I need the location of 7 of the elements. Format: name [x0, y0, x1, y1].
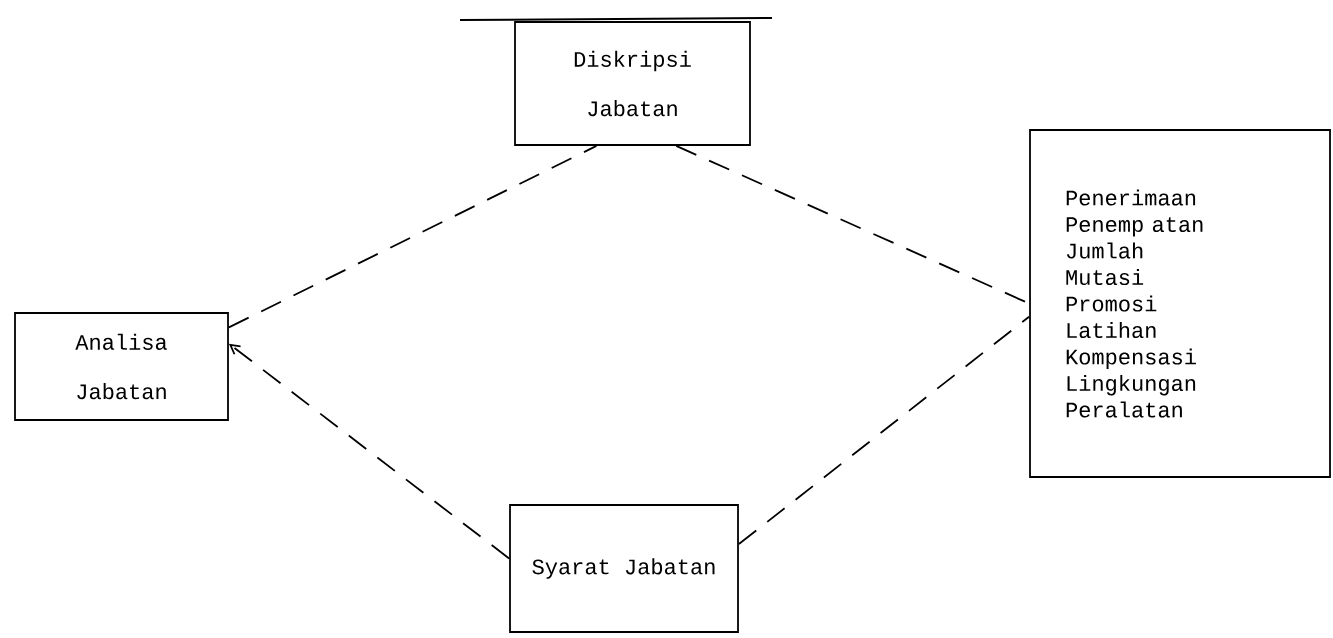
- list-box: Penerimaan Penemp atan Jumlah Mutasi Promosi Latihan Kompensasi Lingkungan Peralatan: [1029, 129, 1331, 478]
- text-box: Diskripsi Jabatan: [514, 21, 751, 146]
- text-box: Analisa Jabatan: [14, 312, 229, 421]
- dashed-connector: [738, 315, 1030, 545]
- text-box: Syarat Jabatan: [509, 504, 739, 633]
- dashed-connector: [228, 343, 510, 560]
- dashed-connector: [228, 145, 598, 329]
